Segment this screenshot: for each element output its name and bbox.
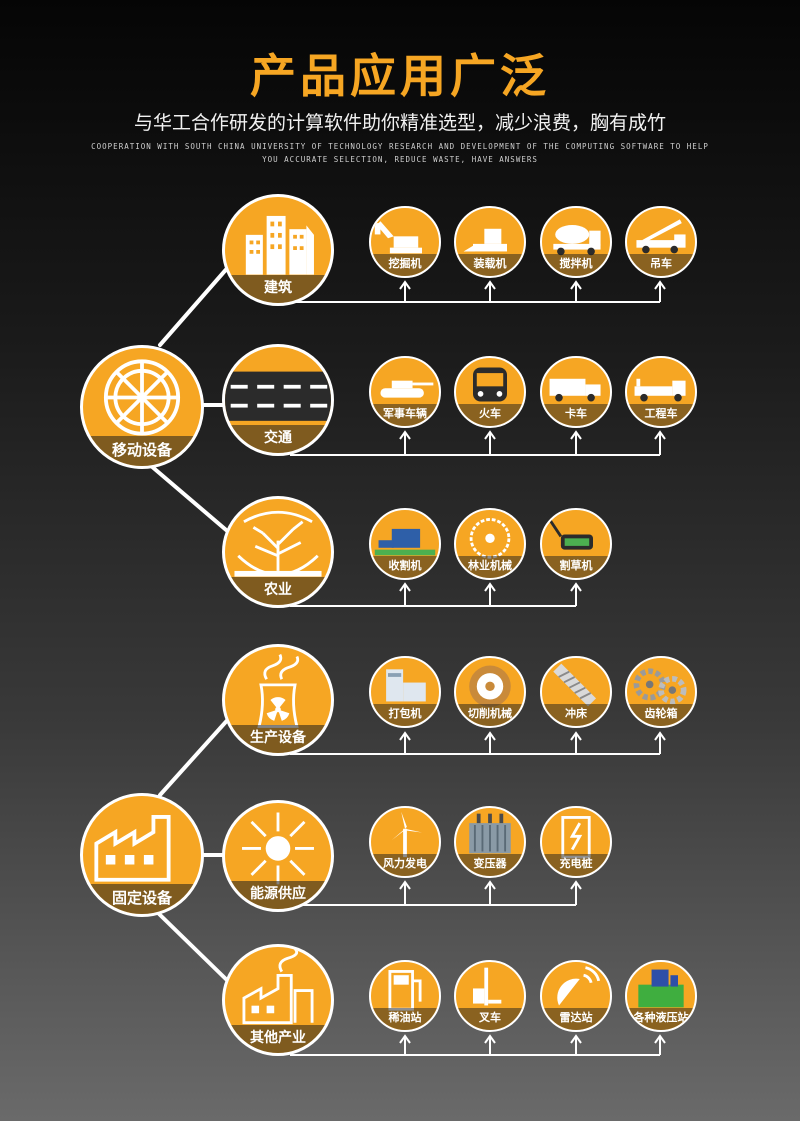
item-label: 雷达站 bbox=[542, 1008, 610, 1030]
item-label: 挖掘机 bbox=[371, 254, 439, 276]
item-punch-press: 冲床 bbox=[540, 656, 612, 728]
mixer-truck-icon bbox=[553, 225, 601, 256]
item-label: 收割机 bbox=[371, 556, 439, 578]
item-wind-power: 风力发电 bbox=[369, 806, 441, 878]
item-label: 卡车 bbox=[542, 404, 610, 426]
item-label: 工程车 bbox=[627, 404, 695, 426]
packing-machine-icon bbox=[386, 669, 426, 702]
item-harvester: 收割机 bbox=[369, 508, 441, 580]
wind-turbine-icon bbox=[391, 811, 422, 858]
tree-icon bbox=[234, 510, 322, 577]
group-other-industry: 其他产业 bbox=[222, 944, 334, 1056]
item-label: 叉车 bbox=[456, 1008, 524, 1030]
item-crane-truck: 吊车 bbox=[625, 206, 697, 278]
road-icon bbox=[225, 371, 331, 421]
factory-icon bbox=[94, 815, 171, 882]
item-mixer: 搅拌机 bbox=[540, 206, 612, 278]
item-loader: 装载机 bbox=[454, 206, 526, 278]
item-label: 吊车 bbox=[627, 254, 695, 276]
item-radar-station: 雷达站 bbox=[540, 960, 612, 1032]
forklift-icon bbox=[473, 967, 502, 1006]
item-label: 装载机 bbox=[456, 254, 524, 276]
item-label: 林业机械 bbox=[456, 556, 524, 578]
group-construction: 建筑 bbox=[222, 194, 334, 306]
item-thin-oil-station: 稀油站 bbox=[369, 960, 441, 1032]
screw-icon bbox=[553, 663, 597, 707]
item-gearbox: 齿轮箱 bbox=[625, 656, 697, 728]
crane-truck-icon bbox=[636, 219, 686, 254]
tank-icon bbox=[380, 380, 434, 398]
english-subtitle-line-1: COOPERATION WITH SOUTH CHINA UNIVERSITY … bbox=[91, 142, 709, 151]
item-label: 风力发电 bbox=[371, 854, 439, 876]
hydraulic-station-icon bbox=[638, 969, 684, 1008]
item-label: 火车 bbox=[456, 404, 524, 426]
item-label: 搅拌机 bbox=[542, 254, 610, 276]
page-title: 产品应用广泛 bbox=[250, 49, 550, 103]
group-transport: 交通 bbox=[222, 344, 334, 456]
english-subtitle-line-2: YOU ACCURATE SELECTION, REDUCE WASTE, HA… bbox=[262, 155, 538, 164]
category-label: 固定设备 bbox=[83, 884, 201, 914]
radar-icon bbox=[557, 966, 601, 1006]
item-label: 割草机 bbox=[542, 556, 610, 578]
excavator-icon bbox=[374, 221, 422, 254]
item-charging-pile: 充电桩 bbox=[540, 806, 612, 878]
item-forklift: 叉车 bbox=[454, 960, 526, 1032]
item-label: 变压器 bbox=[456, 854, 524, 876]
group-production: 生产设备 bbox=[222, 644, 334, 756]
item-label: 切削机械 bbox=[456, 704, 524, 726]
item-label: 军事车辆 bbox=[371, 404, 439, 426]
nuclear-plant-icon bbox=[257, 653, 300, 728]
item-label: 冲床 bbox=[542, 704, 610, 726]
group-label: 其他产业 bbox=[225, 1025, 331, 1053]
harvester-icon bbox=[374, 528, 436, 556]
group-label: 农业 bbox=[225, 577, 331, 605]
item-label: 齿轮箱 bbox=[627, 704, 695, 726]
transformer-icon bbox=[469, 813, 511, 854]
item-cutting-machinery: 切削机械 bbox=[454, 656, 526, 728]
group-agriculture: 农业 bbox=[222, 496, 334, 608]
category-mobile-equipment: 移动设备 bbox=[80, 345, 204, 469]
item-hydraulic-station: 各种液压站 bbox=[625, 960, 697, 1032]
gears-icon bbox=[633, 668, 687, 705]
item-label: 充电桩 bbox=[542, 854, 610, 876]
item-packing-machine: 打包机 bbox=[369, 656, 441, 728]
item-lawn-mower: 割草机 bbox=[540, 508, 612, 580]
item-train: 火车 bbox=[454, 356, 526, 428]
category-fixed-equipment: 固定设备 bbox=[80, 793, 204, 917]
item-transformer: 变压器 bbox=[454, 806, 526, 878]
truck-icon bbox=[549, 378, 601, 402]
item-forestry-machinery: 林业机械 bbox=[454, 508, 526, 580]
item-label: 打包机 bbox=[371, 704, 439, 726]
group-label: 交通 bbox=[225, 425, 331, 453]
group-label: 能源供应 bbox=[225, 881, 331, 909]
train-icon bbox=[473, 367, 507, 402]
item-truck: 卡车 bbox=[540, 356, 612, 428]
item-label: 各种液压站 bbox=[627, 1008, 695, 1030]
industry-icon bbox=[242, 947, 314, 1025]
group-label: 生产设备 bbox=[225, 725, 331, 753]
item-military-vehicle: 军事车辆 bbox=[369, 356, 441, 428]
group-label: 建筑 bbox=[225, 275, 331, 303]
item-engineering-truck: 工程车 bbox=[625, 356, 697, 428]
item-label: 稀油站 bbox=[371, 1008, 439, 1030]
page-subtitle: 与华工合作研发的计算软件助你精准选型，减少浪费，胸有成竹 bbox=[133, 112, 666, 134]
buildings-icon bbox=[245, 215, 314, 275]
item-excavator: 挖掘机 bbox=[369, 206, 441, 278]
cutting-disc-icon bbox=[469, 665, 511, 708]
category-label: 移动设备 bbox=[83, 436, 201, 466]
lawn-mower-icon bbox=[548, 518, 593, 550]
engineering-truck-icon bbox=[634, 378, 686, 402]
energy-arrows-icon bbox=[242, 812, 314, 885]
group-energy: 能源供应 bbox=[222, 800, 334, 912]
wheel-icon bbox=[103, 359, 181, 436]
loader-icon bbox=[463, 228, 507, 252]
